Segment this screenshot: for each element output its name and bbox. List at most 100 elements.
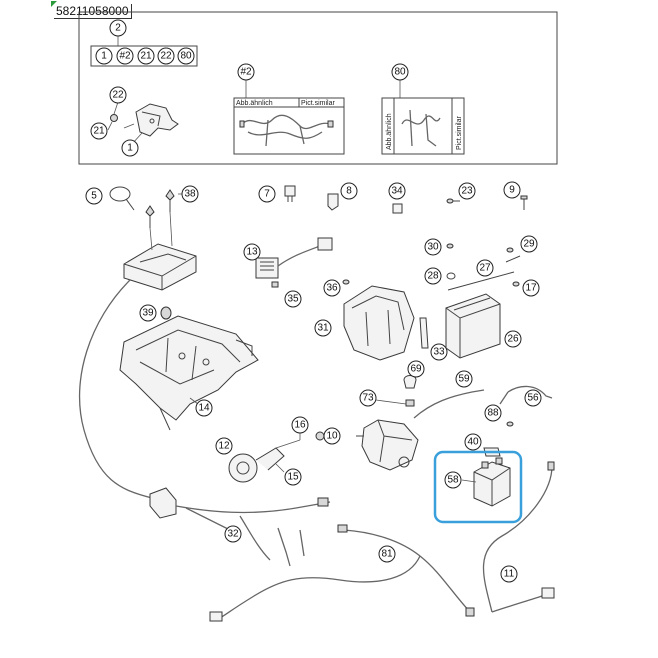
detail-b-label-left: Abb.ähnlich xyxy=(386,113,393,150)
svg-text:7: 7 xyxy=(264,189,270,200)
callout-32[interactable]: 32 xyxy=(224,525,242,543)
callout-73[interactable]: 73 xyxy=(359,389,377,407)
part-56-cable xyxy=(499,385,553,405)
svg-text:33: 33 xyxy=(433,347,445,358)
svg-text:13: 13 xyxy=(246,247,258,258)
svg-text:39: 39 xyxy=(142,308,154,319)
svg-text:73: 73 xyxy=(362,393,374,404)
svg-text:17: 17 xyxy=(525,283,537,294)
svg-text:9: 9 xyxy=(509,185,515,196)
starter-motor xyxy=(356,419,419,471)
svg-text:22: 22 xyxy=(160,51,172,62)
svg-text:80: 80 xyxy=(394,67,406,78)
callout-11[interactable]: 11 xyxy=(500,565,518,583)
bracket-callout-21[interactable]: 21 xyxy=(90,122,108,140)
callout-5[interactable]: 5 xyxy=(85,187,103,205)
svg-text:69: 69 xyxy=(410,364,422,375)
part-38-screws xyxy=(145,189,182,228)
svg-text:10: 10 xyxy=(326,431,338,442)
detail-a-callout[interactable]: #2 xyxy=(237,63,255,81)
svg-text:16: 16 xyxy=(294,420,306,431)
callout-17[interactable]: 17 xyxy=(522,279,540,297)
callout-28[interactable]: 28 xyxy=(424,267,442,285)
callout-40[interactable]: 40 xyxy=(464,433,482,451)
kit-callout-5[interactable]: 80 xyxy=(177,47,195,65)
svg-text:36: 36 xyxy=(326,283,338,294)
svg-text:88: 88 xyxy=(487,408,499,419)
set-header-callout[interactable]: 2 xyxy=(109,19,127,37)
part-5-clamp xyxy=(109,186,135,211)
callout-27[interactable]: 27 xyxy=(476,259,494,277)
svg-text:58: 58 xyxy=(447,475,459,486)
kit-callout-1[interactable]: 1 xyxy=(95,47,113,65)
svg-text:1: 1 xyxy=(127,143,133,154)
svg-text:11: 11 xyxy=(504,569,515,580)
callout-36[interactable]: 36 xyxy=(323,279,341,297)
callout-88[interactable]: 88 xyxy=(484,404,502,422)
svg-text:56: 56 xyxy=(527,393,539,404)
svg-text:30: 30 xyxy=(427,242,439,253)
callout-81[interactable]: 81 xyxy=(378,545,396,563)
detail-b-callout[interactable]: 80 xyxy=(391,63,409,81)
callout-34[interactable]: 34 xyxy=(388,182,406,200)
svg-text:31: 31 xyxy=(317,323,329,334)
callout-26[interactable]: 26 xyxy=(504,330,522,348)
callout-29[interactable]: 29 xyxy=(520,235,538,253)
svg-text:5: 5 xyxy=(91,191,97,202)
bracket-callout-22[interactable]: 22 xyxy=(109,86,127,104)
part-13-regulator xyxy=(255,237,333,288)
part-31-holder xyxy=(342,279,415,361)
callout-13[interactable]: 13 xyxy=(243,243,261,261)
highlight-frame xyxy=(433,450,523,524)
bracket-callout-1[interactable]: 1 xyxy=(121,139,139,157)
svg-text:40: 40 xyxy=(467,437,479,448)
callout-7[interactable]: 7 xyxy=(258,185,276,203)
callout-10[interactable]: 10 xyxy=(323,427,341,445)
kit-callout-2[interactable]: #2 xyxy=(116,47,134,65)
callout-15[interactable]: 15 xyxy=(284,468,302,486)
svg-text:59: 59 xyxy=(458,374,470,385)
svg-text:38: 38 xyxy=(184,189,196,200)
callout-33[interactable]: 33 xyxy=(430,343,448,361)
svg-text:32: 32 xyxy=(227,529,239,540)
callout-9[interactable]: 9 xyxy=(503,181,521,199)
svg-text:81: 81 xyxy=(381,549,393,560)
callout-39[interactable]: 39 xyxy=(139,304,157,322)
part-32-harness xyxy=(149,487,331,567)
callout-38[interactable]: 38 xyxy=(181,185,199,203)
part-12-horn xyxy=(228,428,325,483)
svg-text:2: 2 xyxy=(115,23,121,34)
part-7-relay xyxy=(284,185,296,202)
svg-text:28: 28 xyxy=(427,271,439,282)
callout-14[interactable]: 14 xyxy=(195,399,213,417)
callout-56[interactable]: 56 xyxy=(524,389,542,407)
svg-text:#2: #2 xyxy=(240,67,252,78)
callout-69[interactable]: 69 xyxy=(407,360,425,378)
callout-23[interactable]: 23 xyxy=(458,182,476,200)
svg-text:29: 29 xyxy=(523,239,535,250)
kit-callout-3[interactable]: 21 xyxy=(137,47,155,65)
callout-35[interactable]: 35 xyxy=(284,290,302,308)
callout-58[interactable]: 58 xyxy=(444,471,462,489)
part-73-terminal xyxy=(375,399,415,407)
part-88-screw xyxy=(506,421,514,427)
callout-12[interactable]: 12 xyxy=(215,437,233,455)
callout-31[interactable]: 31 xyxy=(314,319,332,337)
callout-8[interactable]: 8 xyxy=(340,182,358,200)
kit-callout-4[interactable]: 22 xyxy=(157,47,175,65)
svg-text:21: 21 xyxy=(93,126,105,137)
svg-text:15: 15 xyxy=(287,472,299,483)
svg-text:23: 23 xyxy=(461,186,473,197)
part-81-cable xyxy=(209,524,475,622)
part-14-tray xyxy=(119,315,259,431)
part-26-battery xyxy=(445,293,501,359)
bracket-part xyxy=(107,101,179,145)
callout-59[interactable]: 59 xyxy=(455,370,473,388)
callout-30[interactable]: 30 xyxy=(424,238,442,256)
svg-text:22: 22 xyxy=(112,90,124,101)
svg-text:#2: #2 xyxy=(119,51,131,62)
svg-text:8: 8 xyxy=(346,186,352,197)
callout-16[interactable]: 16 xyxy=(291,416,309,434)
svg-text:34: 34 xyxy=(391,186,403,197)
